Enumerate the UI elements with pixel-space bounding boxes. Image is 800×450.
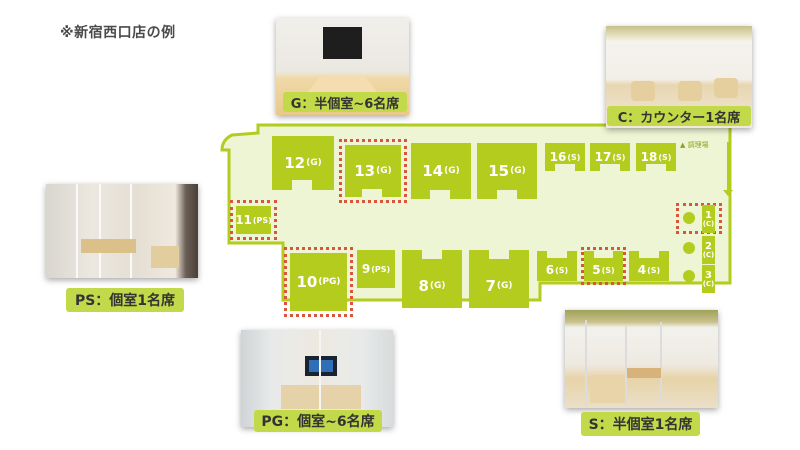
seat-9[interactable]: 9(PS) — [357, 250, 395, 288]
photo-label-pg: PG：個室~6名席 — [254, 410, 382, 432]
seat-3[interactable]: 3(C) — [702, 265, 715, 293]
stool-icon — [683, 270, 695, 282]
stool-icon — [683, 212, 695, 224]
photo-label-c: C：カウンター1名席 — [607, 106, 751, 126]
seat-13[interactable]: 13(G) — [345, 145, 401, 197]
highlight-seat-5 — [581, 247, 626, 285]
kitchen-marker: ▲ 調理場 — [680, 141, 709, 149]
photo-label-ps: PS：個室1名席 — [66, 288, 184, 312]
page-title: ※新宿西口店の例 — [60, 25, 176, 41]
photo-label-g: G：半個室~6名席 — [283, 92, 407, 112]
highlight-seat-1 — [676, 203, 722, 234]
semi-private-single-photo — [565, 310, 718, 408]
seat-7[interactable]: 7(G) — [469, 250, 529, 308]
seat-1[interactable]: 1(C) — [702, 205, 715, 233]
seat-15[interactable]: 15(G) — [477, 143, 537, 199]
seat-8[interactable]: 8(G) — [402, 250, 462, 308]
entrance-arrow-line — [727, 142, 729, 192]
private-single-room-photo — [46, 184, 198, 278]
seat-14[interactable]: 14(G) — [411, 143, 471, 199]
highlight-seat-11 — [230, 200, 277, 240]
arrow-down-icon — [723, 190, 733, 196]
seat-2[interactable]: 2(C) — [702, 236, 715, 264]
photo-label-s: S：半個室1名席 — [581, 412, 700, 436]
highlight-seat-10 — [284, 247, 353, 317]
seat-11[interactable]: 11(PS) — [235, 206, 272, 234]
seat-10[interactable]: 10(PG) — [290, 253, 347, 311]
stool-icon — [683, 242, 695, 254]
highlight-seat-13 — [339, 139, 407, 203]
